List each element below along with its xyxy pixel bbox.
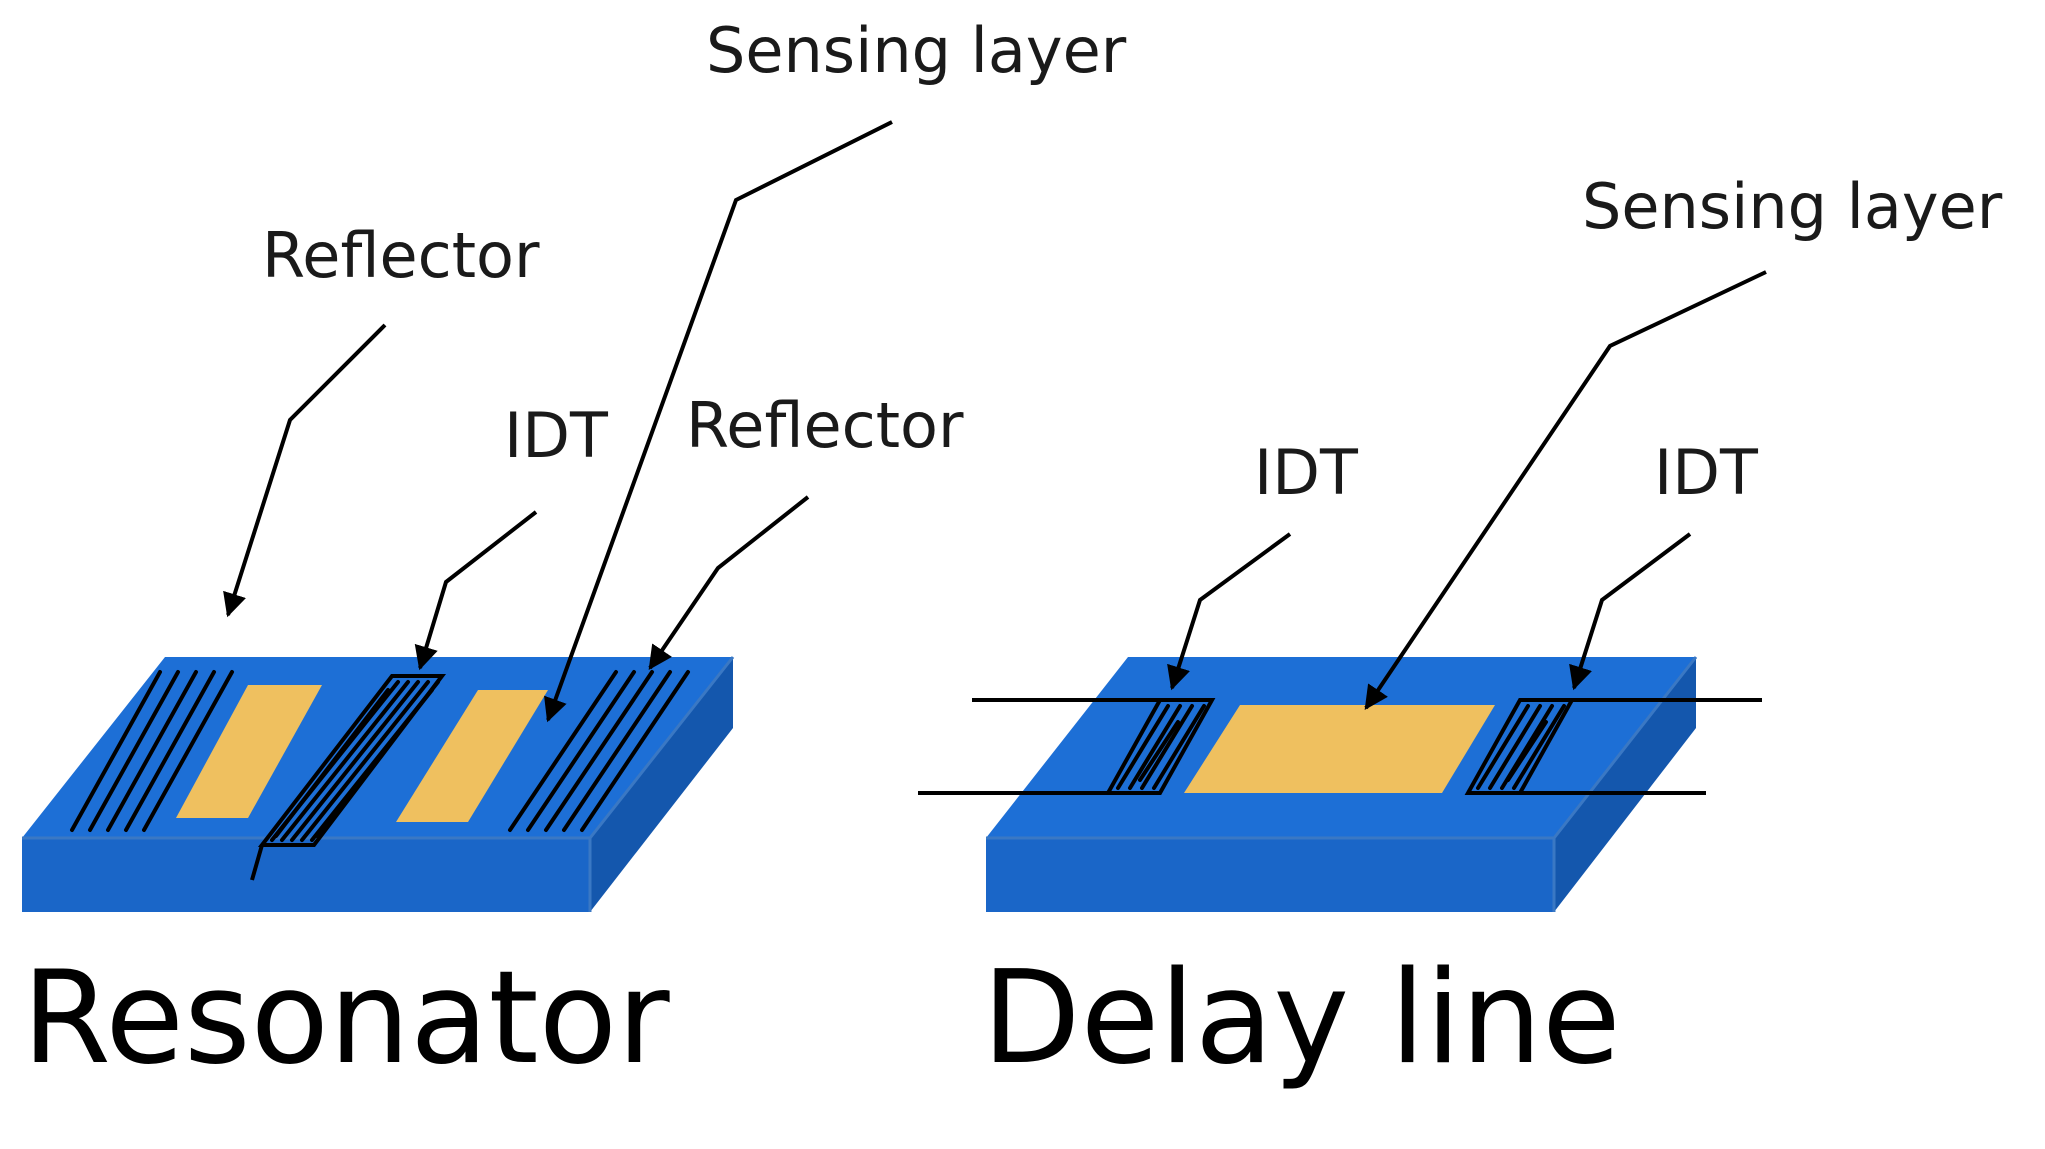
- delay-line-sensing-layer-label: Sensing layer: [1582, 170, 2003, 243]
- delay-line-device: Sensing layer IDT IDT Delay line: [918, 170, 2003, 1093]
- resonator-idt-label: IDT: [504, 399, 609, 472]
- resonator-reflector-right: [508, 670, 690, 832]
- resonator-substrate-side: [590, 657, 733, 912]
- resonator-idt-leader: [414, 510, 538, 671]
- resonator-reflector-left-leader: [223, 323, 387, 618]
- delay-line-caption: Delay line: [982, 944, 1621, 1093]
- delay-line-idt-left-label: IDT: [1254, 436, 1359, 509]
- delay-line-sensing-layer: [1184, 705, 1495, 793]
- resonator-substrate-front: [22, 838, 590, 912]
- delay-line-idt-left: [918, 698, 1216, 795]
- resonator-reflector-left: [70, 670, 234, 832]
- delay-line-idt-right-label: IDT: [1654, 436, 1759, 509]
- resonator-caption: Resonator: [22, 944, 670, 1093]
- resonator-sensing-layer-right: [396, 690, 548, 822]
- delay-line-sensing-layer-leader: [1364, 270, 1767, 710]
- resonator-idt: [250, 674, 447, 881]
- resonator-reflector-left-label: Reflector: [262, 219, 540, 292]
- resonator-reflector-right-label: Reflector: [686, 389, 964, 462]
- delay-line-substrate-side: [1554, 657, 1696, 912]
- resonator-reflector-right-leader: [648, 495, 810, 670]
- resonator-device: Sensing layer Reflector IDT Reflector Re…: [22, 14, 1127, 1093]
- resonator-sensing-layer-label: Sensing layer: [706, 14, 1127, 87]
- resonator-sensing-layer-left: [176, 685, 322, 818]
- delay-line-idt-right-leader: [1569, 532, 1692, 691]
- delay-line-idt-left-leader: [1167, 532, 1292, 691]
- delay-line-idt-right: [1464, 698, 1762, 795]
- delay-line-substrate-front: [986, 838, 1554, 912]
- resonator-sensing-layer-leader: [544, 120, 893, 723]
